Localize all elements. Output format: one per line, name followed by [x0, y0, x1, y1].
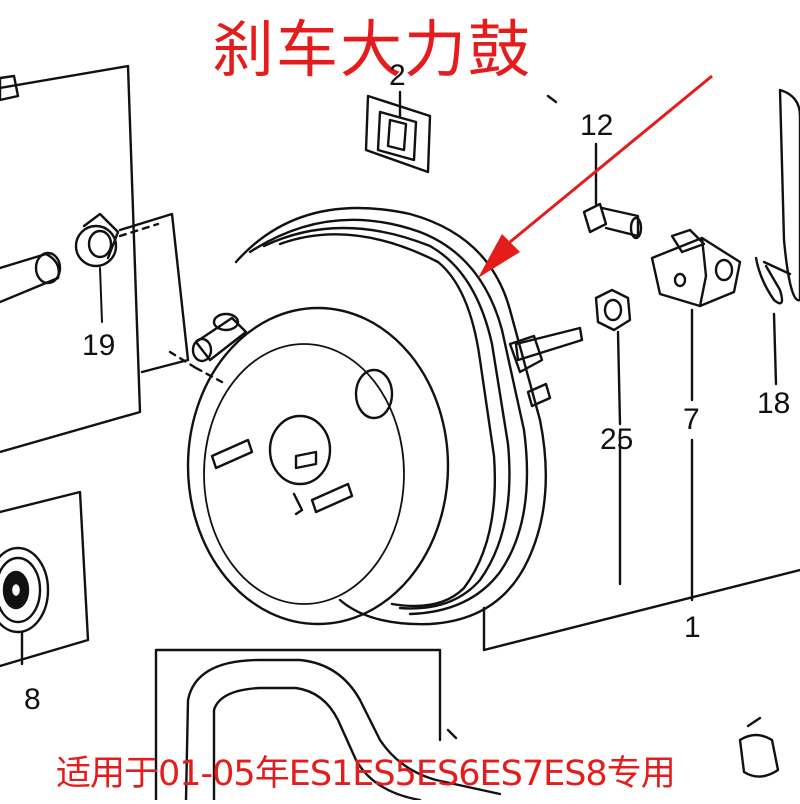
footer-label: 适用于01-05年ES1ES5ES6ES7ES8专用 [56, 754, 676, 794]
small-mark [446, 728, 458, 740]
callout-18: 18 [757, 387, 791, 420]
callout-1: 1 [684, 611, 701, 644]
left-rod-end [34, 251, 62, 285]
right-frame-line [778, 88, 800, 302]
bottom-frame-line [154, 648, 442, 802]
left-frame-line [118, 212, 190, 374]
callout-12: 12 [580, 109, 614, 142]
vacuum-hose [184, 658, 502, 802]
grommet-part-8 [0, 546, 50, 666]
callout-25: 25 [600, 423, 634, 456]
small-mark [546, 94, 558, 104]
left-top-part [0, 74, 20, 102]
dash-line [194, 366, 224, 384]
dash-line [118, 222, 160, 238]
clip-part-18 [754, 256, 792, 386]
leader-line [482, 568, 800, 652]
left-rod [0, 252, 60, 304]
vacuum-hose [212, 686, 422, 802]
clevis-part-7 [650, 228, 742, 402]
callout-19: 19 [82, 329, 116, 362]
plug-part-2 [364, 90, 432, 174]
clip-part-19 [74, 212, 120, 323]
callout-7: 7 [683, 403, 700, 436]
bolt-part-12 [582, 142, 643, 240]
brake-booster [186, 206, 584, 626]
title-label: 刹车大力鼓 [212, 13, 533, 86]
left-frame-line [0, 64, 142, 454]
nut-part-25 [594, 288, 632, 426]
left-frame-line [0, 490, 90, 668]
bottom-clip [738, 733, 780, 778]
bottom-clip [746, 716, 762, 728]
pointer-arrow [478, 74, 713, 278]
dash-line [168, 350, 198, 370]
callout-8: 8 [24, 683, 41, 716]
callout-2: 2 [389, 59, 406, 92]
